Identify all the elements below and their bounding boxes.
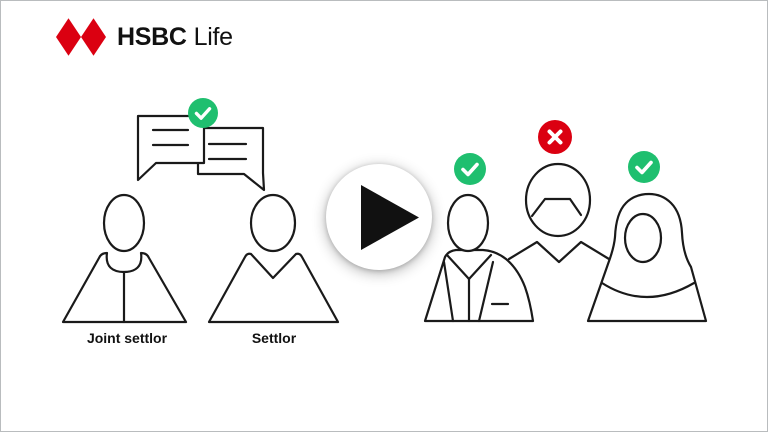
- speech-bubbles-icon: [136, 114, 266, 192]
- brand-name: HSBC: [117, 23, 187, 51]
- check-badge-conversation: [188, 98, 218, 128]
- check-icon: [194, 107, 212, 120]
- check-badge-suit-person: [454, 153, 486, 185]
- person-collared-shirt-icon: [61, 193, 188, 324]
- cross-badge-masked-person: [538, 120, 572, 154]
- check-icon: [635, 160, 653, 175]
- person-hijab-icon: [586, 192, 708, 323]
- brand-product-name: Life: [193, 23, 233, 51]
- check-badge-hijab-person: [628, 151, 660, 183]
- person-vneck-icon: [207, 193, 340, 324]
- check-icon: [461, 162, 479, 177]
- play-button[interactable]: [326, 164, 432, 270]
- person-face-mask-icon: [507, 162, 611, 264]
- settlor-label: Settlor: [251, 330, 297, 346]
- play-icon: [361, 185, 419, 250]
- person-suit-icon: [423, 193, 535, 323]
- hsbc-hexagon-logo-icon: [56, 18, 106, 56]
- joint-settlor-label: Joint settlor: [86, 330, 168, 346]
